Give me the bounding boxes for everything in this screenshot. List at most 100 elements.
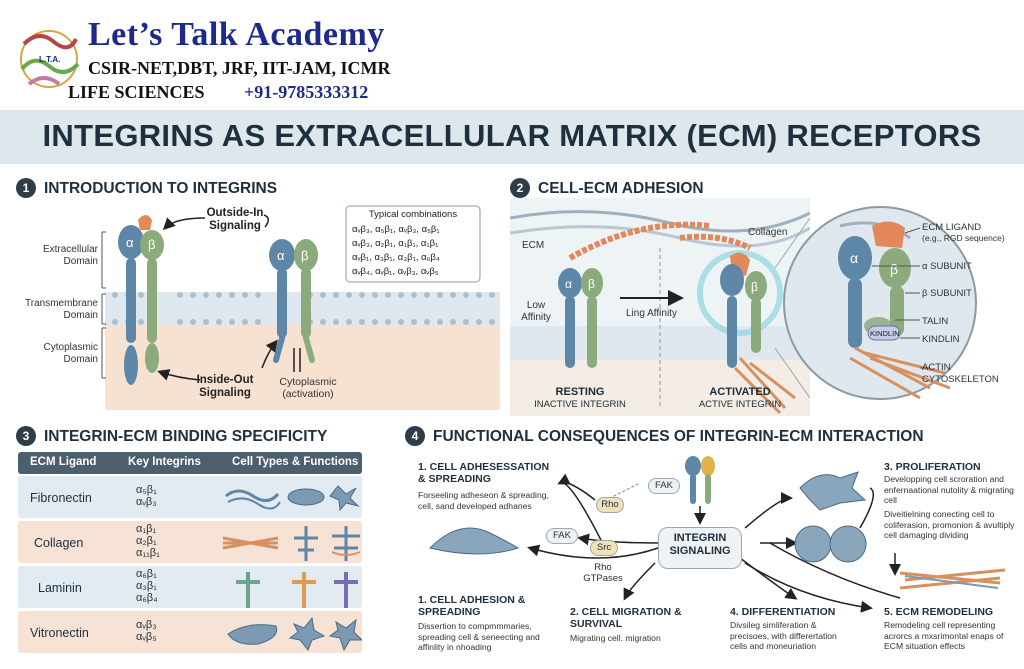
cytoplasmic-activation-label: Cytoplasmic (activation) xyxy=(279,376,337,400)
resting-label: RESTING xyxy=(555,386,605,398)
inactive-integrin-label: INACTIVE INTEGRIN xyxy=(534,399,626,410)
academy-logo: L.T.A. xyxy=(20,30,80,88)
ecm-label: ECM xyxy=(522,240,545,251)
kindlin-tag: KINDLIN xyxy=(870,329,900,338)
actin-label: ACTIN CYTOSKELETON xyxy=(922,362,999,385)
section-4-title: FUNCTIONAL CONSEQUENCES OF INTEGRIN-ECM … xyxy=(433,428,924,445)
transmembrane-domain-label: Transmembrane Domain xyxy=(25,298,98,321)
integrins-cell: αᵥβ₃ αᵥβ₅ xyxy=(136,619,157,643)
outside-in-label: Outside-In Signaling xyxy=(206,207,264,232)
collagen-label: Collagen xyxy=(748,227,788,238)
item-title: 4. DIFFERENTIATION xyxy=(730,606,836,618)
item-text: Developping cell scroration and enfernaa… xyxy=(884,474,1014,505)
integrin-entry: α₆β₄ xyxy=(136,592,158,604)
ecm-ligand-label: ECM LIGAND xyxy=(922,222,982,233)
integrins-cell: α₅β₁ αᵥβ₃ xyxy=(136,484,157,508)
combinations-box xyxy=(345,205,481,283)
beta-label: β xyxy=(751,280,758,294)
integrins-cell: α₆β₁ α₃β₁ α₆β₄ xyxy=(136,568,158,604)
cell-type-icons xyxy=(222,485,362,652)
phone-number: +91-9785333312 xyxy=(244,82,369,102)
ligand-icon xyxy=(138,215,152,230)
integrin-entry: α₅β₁ xyxy=(136,484,157,496)
cytoplasm-region xyxy=(105,325,500,410)
logo-text: L.T.A. xyxy=(39,55,60,64)
section-1-heading: 1 INTRODUCTION TO INTEGRINS xyxy=(16,178,277,198)
integrins-cell: α₁β₁ α₂β₁ α₁₁β₁ xyxy=(136,523,160,559)
ecm-ligand-sub-label: (e.g., RGD sequence) xyxy=(922,233,1005,243)
ligand-cell: Laminin xyxy=(38,581,82,595)
beta-label: β xyxy=(588,277,595,291)
inside-out-label: Inside-Out Signaling xyxy=(196,374,254,399)
beta-label: β xyxy=(301,248,308,263)
integrin-signaling-box: INTEGRIN SIGNALING xyxy=(658,527,742,569)
ling-affinity-label: Ling Affinity xyxy=(626,308,677,319)
item-title: 3. PROLIFERATION xyxy=(884,461,981,473)
item-text: Dissertion to compmmmaries, spreading ce… xyxy=(418,621,540,652)
table-header xyxy=(18,452,362,474)
section-3-heading: 3 INTEGRIN-ECM BINDING SPECIFICITY xyxy=(16,426,327,446)
section-2-number: 2 xyxy=(510,178,530,198)
activated-label: ACTIVATED xyxy=(709,386,771,398)
section-2-title: CELL-ECM ADHESION xyxy=(538,180,704,197)
item-title: 5. ECM REMODELING xyxy=(884,606,994,618)
combination-row: αᵥβ₄, αᵥβ₁, αᵥβ₃, αᵥβ₅ xyxy=(352,266,439,277)
fak-badge: FAK xyxy=(546,528,578,544)
item-title: 1. CELL ADHESESSATION & SPREADING xyxy=(418,461,550,485)
column-header: Key Integrins xyxy=(128,456,201,468)
column-header: ECM Ligand xyxy=(30,456,97,468)
combinations-title: Typical combinations xyxy=(368,209,458,220)
integrin-right: α β xyxy=(269,239,318,363)
integrin-entry: αᵥβ₃ xyxy=(136,619,157,631)
brand-name: Let’s Talk Academy xyxy=(88,16,385,53)
title-bar xyxy=(0,110,1024,164)
integrin-entry: αᵥβ₃ xyxy=(136,496,157,508)
item-title: 2. CELL MIGRATION & SURVIVAL xyxy=(570,606,682,630)
section-1-number: 1 xyxy=(16,178,36,198)
item-text: Forseeling adheseon & spreading, cell, s… xyxy=(418,490,549,511)
life-sciences-label: LIFE SCIENCES xyxy=(68,82,205,102)
section-3-title: INTEGRIN-ECM BINDING SPECIFICITY xyxy=(44,428,328,445)
section-3-number: 3 xyxy=(16,426,36,446)
combinations-list: αᵥβ₃, α₅β₁, αᵥβ₃, α₅β₁ αᵥβ₃, α₂β₁, α₁β₁,… xyxy=(352,223,478,279)
alpha-subunit-label: α SUBUNIT xyxy=(922,261,972,272)
kindlin-label: KINDLIN xyxy=(922,334,960,345)
item-title: 1. CELL ADHESION & SPREADING xyxy=(418,594,526,618)
src-badge: Src xyxy=(590,540,618,556)
exam-list: CSIR-NET,DBT, JRF, IIT-JAM, ICMR xyxy=(88,58,391,78)
alpha-label: α xyxy=(126,235,134,250)
active-integrin-label: ACTIVE INTEGRIN xyxy=(698,399,782,410)
page-title: INTEGRINS AS EXTRACELLULAR MATRIX (ECM) … xyxy=(42,118,982,153)
integrin-entry: α₂β₁ xyxy=(136,535,157,547)
integrin-entry: α₁β₁ xyxy=(136,523,157,535)
signaling-diagram xyxy=(429,456,1006,613)
integrin-left: α β xyxy=(118,215,164,385)
item-text: Remodeling cell representing acrorcs a m… xyxy=(884,620,1004,651)
combination-row: αᵥβ₃, α₅β₁, αᵥβ₃, α₅β₁ xyxy=(352,224,440,235)
section-1-title: INTRODUCTION TO INTEGRINS xyxy=(44,180,278,197)
integrin-structure-diagram: α β α β xyxy=(101,205,500,410)
beta-label: β xyxy=(148,237,155,252)
section-2-heading: 2 CELL-ECM ADHESION xyxy=(510,178,704,198)
integrin-entry: α₆β₁ xyxy=(136,568,157,580)
item-text: Migrating cell. migration xyxy=(570,633,661,643)
beta-label: β xyxy=(890,261,898,277)
item-text: Divsileg simliferation & precisoes, with… xyxy=(730,620,837,651)
alpha-label: α xyxy=(565,277,572,291)
rho-badge: Rho xyxy=(596,497,624,513)
column-header: Cell Types & Functions xyxy=(232,456,359,468)
fak-badge-top: FAK xyxy=(648,478,680,494)
extracellular-domain-label: Extracellular Domain xyxy=(42,244,98,267)
rho-gtpases-label: Rho GTPases xyxy=(583,562,623,584)
collagen-fiber xyxy=(568,221,711,261)
zoom-circle xyxy=(783,206,977,400)
ligand-cell: Fibronectin xyxy=(30,491,92,505)
integrin-entry: α₁₁β₁ xyxy=(136,547,160,559)
item-text: Diveitielning conecting cell to colifera… xyxy=(884,509,1015,540)
integrin-entry: αᵥβ₅ xyxy=(136,631,157,643)
cell-ecm-adhesion-diagram: α β β α β KINDLIN xyxy=(510,198,1024,416)
ligand-cell: Collagen xyxy=(34,536,84,550)
low-affinity-label: Low Affinity xyxy=(521,300,551,323)
ligand-cell: Vitronectin xyxy=(30,626,89,640)
